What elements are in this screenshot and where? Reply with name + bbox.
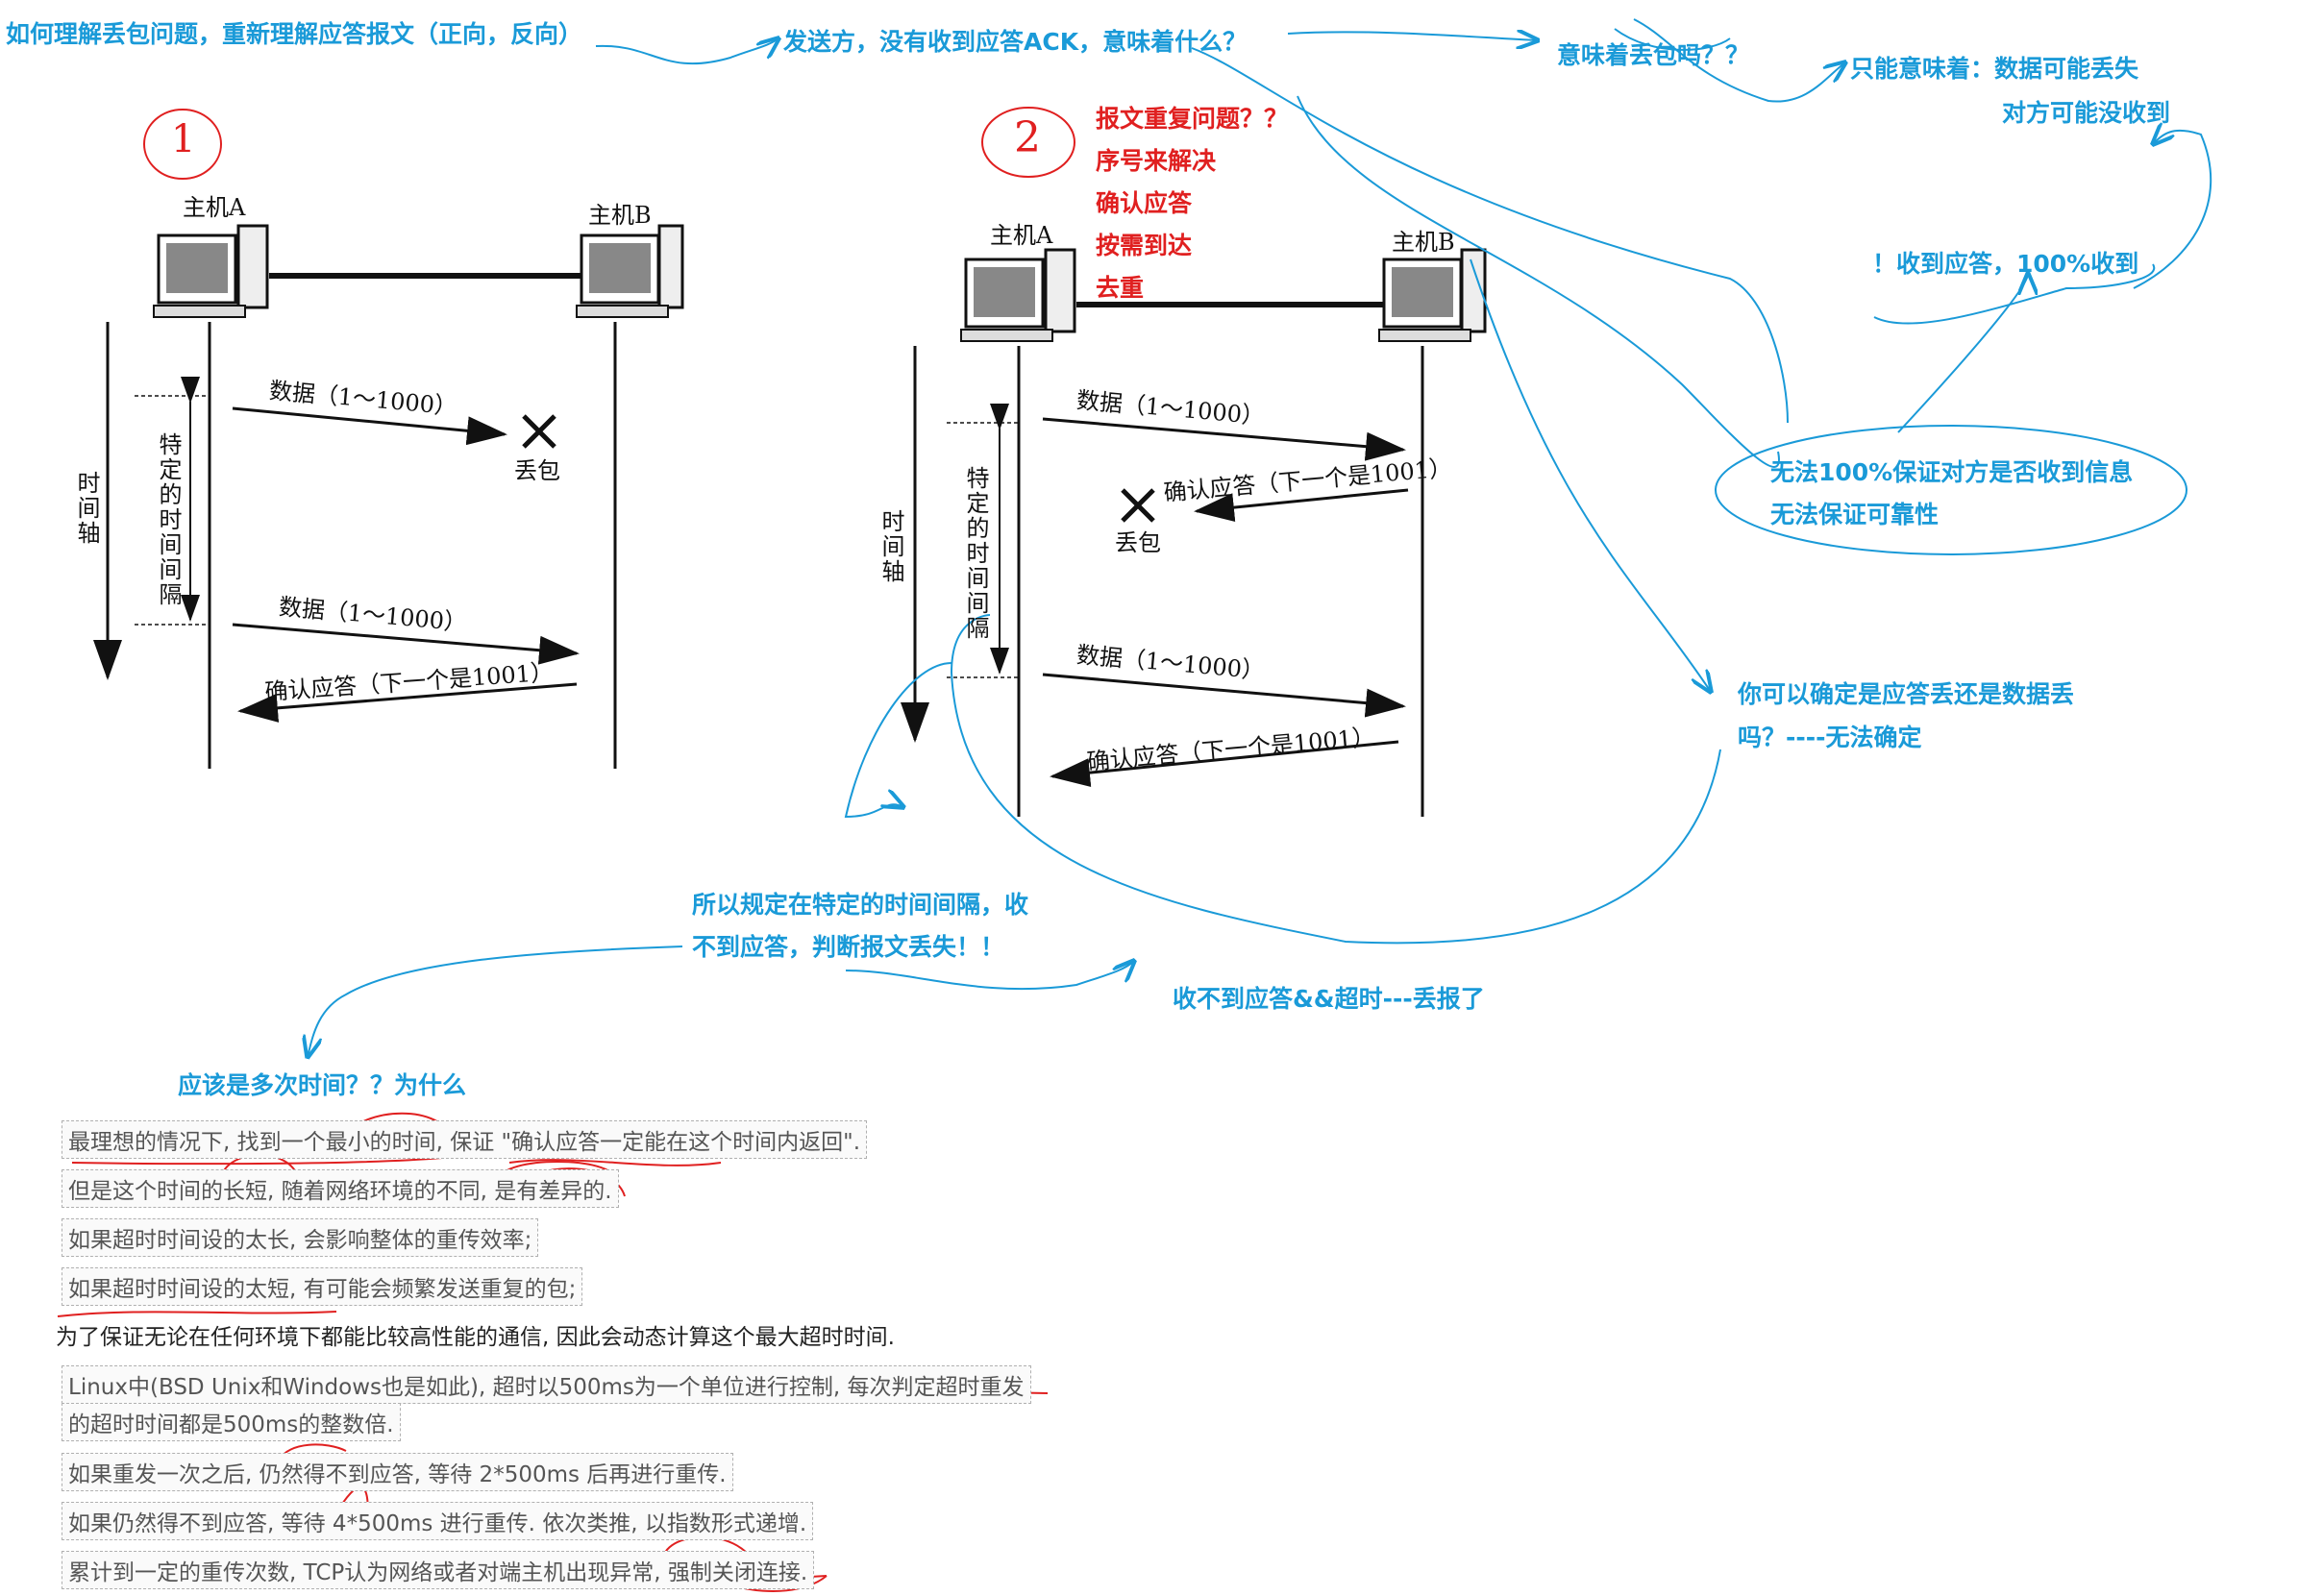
top-question: 如何理解丢包问题，重新理解应答报文（正向，反向） bbox=[6, 20, 583, 48]
text-line-1: 最理想的情况下, 找到一个最小的时间, 保证 "确认应答一定能在这个时间内返回"… bbox=[62, 1120, 868, 1159]
sender-question: 发送方，没有收到应答ACK，意味着什么？ bbox=[783, 28, 1248, 56]
diagram1-lost-label: 丢包 bbox=[514, 457, 560, 484]
text-line-3: 如果超时时间设的太长, 会影响整体的重传效率; bbox=[62, 1218, 539, 1257]
circle-number-1: 1 bbox=[171, 117, 196, 161]
text-line-6: Linux中(BSD Unix和Windows也是如此), 超时以500ms为一… bbox=[62, 1365, 1031, 1404]
diagram1-host-b-label: 主机B bbox=[588, 202, 652, 229]
diagram2-lost-label: 丢包 bbox=[1115, 529, 1161, 556]
host-b-computer-icon bbox=[576, 224, 684, 318]
timeout-rule-line-1: 所以规定在特定的时间间隔，收 bbox=[692, 891, 1029, 919]
text-line-4: 如果超时时间设的太短, 有可能会频繁发送重复的包; bbox=[62, 1267, 583, 1306]
red-note-ack: 确认应答 bbox=[1096, 189, 1193, 217]
diagram2-host-b-label: 主机B bbox=[1392, 229, 1455, 256]
means-loss-question: 意味着丢包吗？？ bbox=[1557, 41, 1750, 69]
text-line-5: 为了保证无论在任何环境下都能比较高性能的通信, 因此会动态计算这个最大超时时间. bbox=[56, 1325, 895, 1350]
red-note-dedupe: 去重 bbox=[1096, 274, 1145, 302]
host-a-computer-icon bbox=[153, 224, 269, 318]
only-means-line-1: 只能意味着：数据可能丢失 bbox=[1850, 55, 2139, 83]
can-you-determine-line-2: 吗？----无法确定 bbox=[1738, 724, 1922, 751]
timeout-rule-line-2: 不到应答，判断报文丢失！！ bbox=[692, 933, 1005, 961]
red-note-in-order: 按需到达 bbox=[1096, 232, 1193, 259]
host-b-computer-icon-2 bbox=[1378, 248, 1487, 342]
diagram1-time-axis-label: 时间轴 bbox=[73, 471, 100, 546]
can-you-determine-line-1: 你可以确定是应答丢还是数据丢 bbox=[1738, 680, 2075, 708]
diagram-2 bbox=[901, 248, 1487, 817]
diagram2-host-a-label: 主机A bbox=[990, 222, 1053, 249]
diagram2-interval-label: 特定的时间间隔 bbox=[962, 466, 989, 641]
how-long-question: 应该是多次时间？？为什么 bbox=[178, 1071, 467, 1099]
cannot-guarantee-line-2: 无法保证可靠性 bbox=[1770, 501, 1940, 528]
text-line-10: 累计到一定的重传次数, TCP认为网络或者对端主机出现异常, 强制关闭连接. bbox=[62, 1551, 815, 1589]
loss-x-icon-2 bbox=[1121, 488, 1155, 523]
only-means-line-2: 对方可能没收到 bbox=[2002, 99, 2171, 127]
received-ack-note: ！收到应答，100%收到 bbox=[1872, 250, 2139, 278]
red-note-duplicate: 报文重复问题？？ bbox=[1096, 105, 1289, 133]
text-line-8: 如果重发一次之后, 仍然得不到应答, 等待 2*500ms 后再进行重传. bbox=[62, 1453, 733, 1491]
diagram-1 bbox=[93, 224, 684, 769]
cannot-guarantee-line-1: 无法100%保证对方是否收到信息 bbox=[1770, 458, 2134, 486]
text-line-7: 的超时时间都是500ms的整数倍. bbox=[62, 1403, 401, 1441]
red-note-sequence: 序号来解决 bbox=[1096, 147, 1217, 175]
circle-number-2: 2 bbox=[1014, 113, 1041, 162]
host-a-computer-icon-2 bbox=[960, 248, 1076, 342]
diagram1-interval-label: 特定的时间间隔 bbox=[155, 432, 182, 607]
blue-handwriting bbox=[308, 18, 2212, 1057]
text-line-2: 但是这个时间的长短, 随着网络环境的不同, 是有差异的. bbox=[62, 1169, 619, 1208]
timeout-summary: 收不到应答&&超时---丢报了 bbox=[1173, 985, 1485, 1013]
diagram1-host-a-label: 主机A bbox=[183, 194, 246, 221]
loss-x-icon bbox=[522, 414, 556, 449]
diagram2-time-axis-label: 时间轴 bbox=[877, 509, 904, 584]
text-line-9: 如果仍然得不到应答, 等待 4*500ms 进行重传. 依次类推, 以指数形式递… bbox=[62, 1502, 814, 1540]
